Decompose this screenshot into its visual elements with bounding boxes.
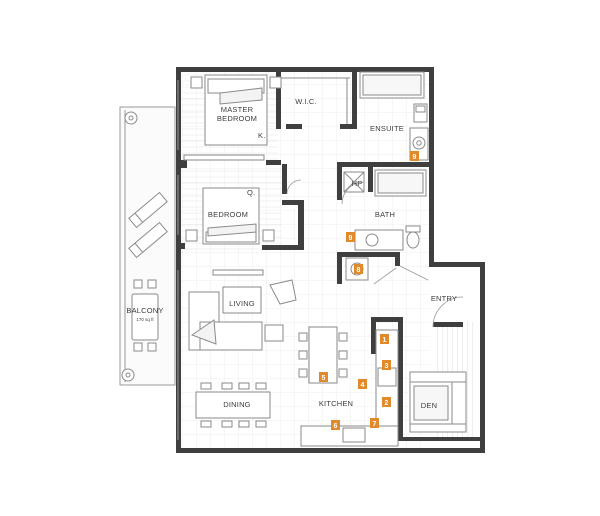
- room-labels: MASTER BEDROOM K. W.I.C. ENSUITE BEDROOM…: [126, 97, 457, 410]
- appliance-tag-2: 2: [382, 397, 391, 407]
- living-furniture: [188, 279, 297, 351]
- appliance-tag-6: 6: [331, 420, 340, 430]
- dining-furniture: [195, 382, 271, 428]
- svg-text:4: 4: [361, 382, 365, 389]
- svg-text:9: 9: [413, 154, 417, 161]
- balcony-furniture: [121, 111, 168, 382]
- living-label: LIVING: [229, 299, 255, 308]
- appliance-tag-9-ensuite: 9: [410, 151, 419, 161]
- balcony-label: BALCONY: [126, 306, 163, 315]
- bedroom-bed: [185, 187, 275, 276]
- appliance-tags: 1 2 3 4 5 6 7 8: [319, 151, 419, 430]
- entry-label: ENTRY: [431, 294, 457, 303]
- ensuite-fixtures: [359, 71, 429, 161]
- appliance-tag-7: 7: [370, 418, 379, 428]
- svg-text:2: 2: [385, 400, 389, 407]
- kitchen-counters: [300, 329, 399, 447]
- bedroom-bed-size-label: Q.: [247, 188, 255, 197]
- appliance-tag-1: 1: [380, 334, 389, 344]
- ensuite-label: ENSUITE: [370, 124, 404, 133]
- windows: [124, 80, 179, 440]
- wic-label: W.I.C.: [295, 97, 317, 106]
- master-bed-size-label: K.: [258, 131, 266, 140]
- bath-fixtures: [343, 169, 427, 281]
- walls: [176, 67, 485, 453]
- appliance-tag-5: 5: [319, 372, 328, 382]
- svg-text:8: 8: [357, 267, 361, 274]
- svg-text:1: 1: [383, 337, 387, 344]
- svg-text:7: 7: [373, 421, 377, 428]
- bedroom-label: BEDROOM: [208, 210, 248, 219]
- master-bedroom-label-2: BEDROOM: [217, 114, 257, 123]
- doors: [286, 179, 464, 328]
- bath-label: BATH: [375, 210, 395, 219]
- svg-text:6: 6: [334, 423, 338, 430]
- svg-text:9: 9: [349, 235, 353, 242]
- wic-shelves: [281, 77, 350, 124]
- hp-label: HP: [352, 179, 363, 188]
- svg-text:3: 3: [385, 363, 389, 370]
- balcony-area-label: 170 sq ft: [136, 317, 154, 322]
- kitchen-label: KITCHEN: [319, 399, 353, 408]
- dining-label: DINING: [223, 400, 250, 409]
- master-dresser: [183, 154, 265, 161]
- appliance-tag-9-bath: 9: [346, 232, 355, 242]
- appliance-tag-3: 3: [382, 360, 391, 370]
- den-label: DEN: [421, 401, 437, 410]
- den-furniture: [409, 371, 467, 433]
- appliance-tag-8: 8: [354, 264, 363, 274]
- appliance-tag-4: 4: [358, 379, 367, 389]
- master-bedroom-label-1: MASTER: [221, 105, 254, 114]
- svg-text:5: 5: [322, 375, 326, 382]
- master-bed: [190, 74, 282, 146]
